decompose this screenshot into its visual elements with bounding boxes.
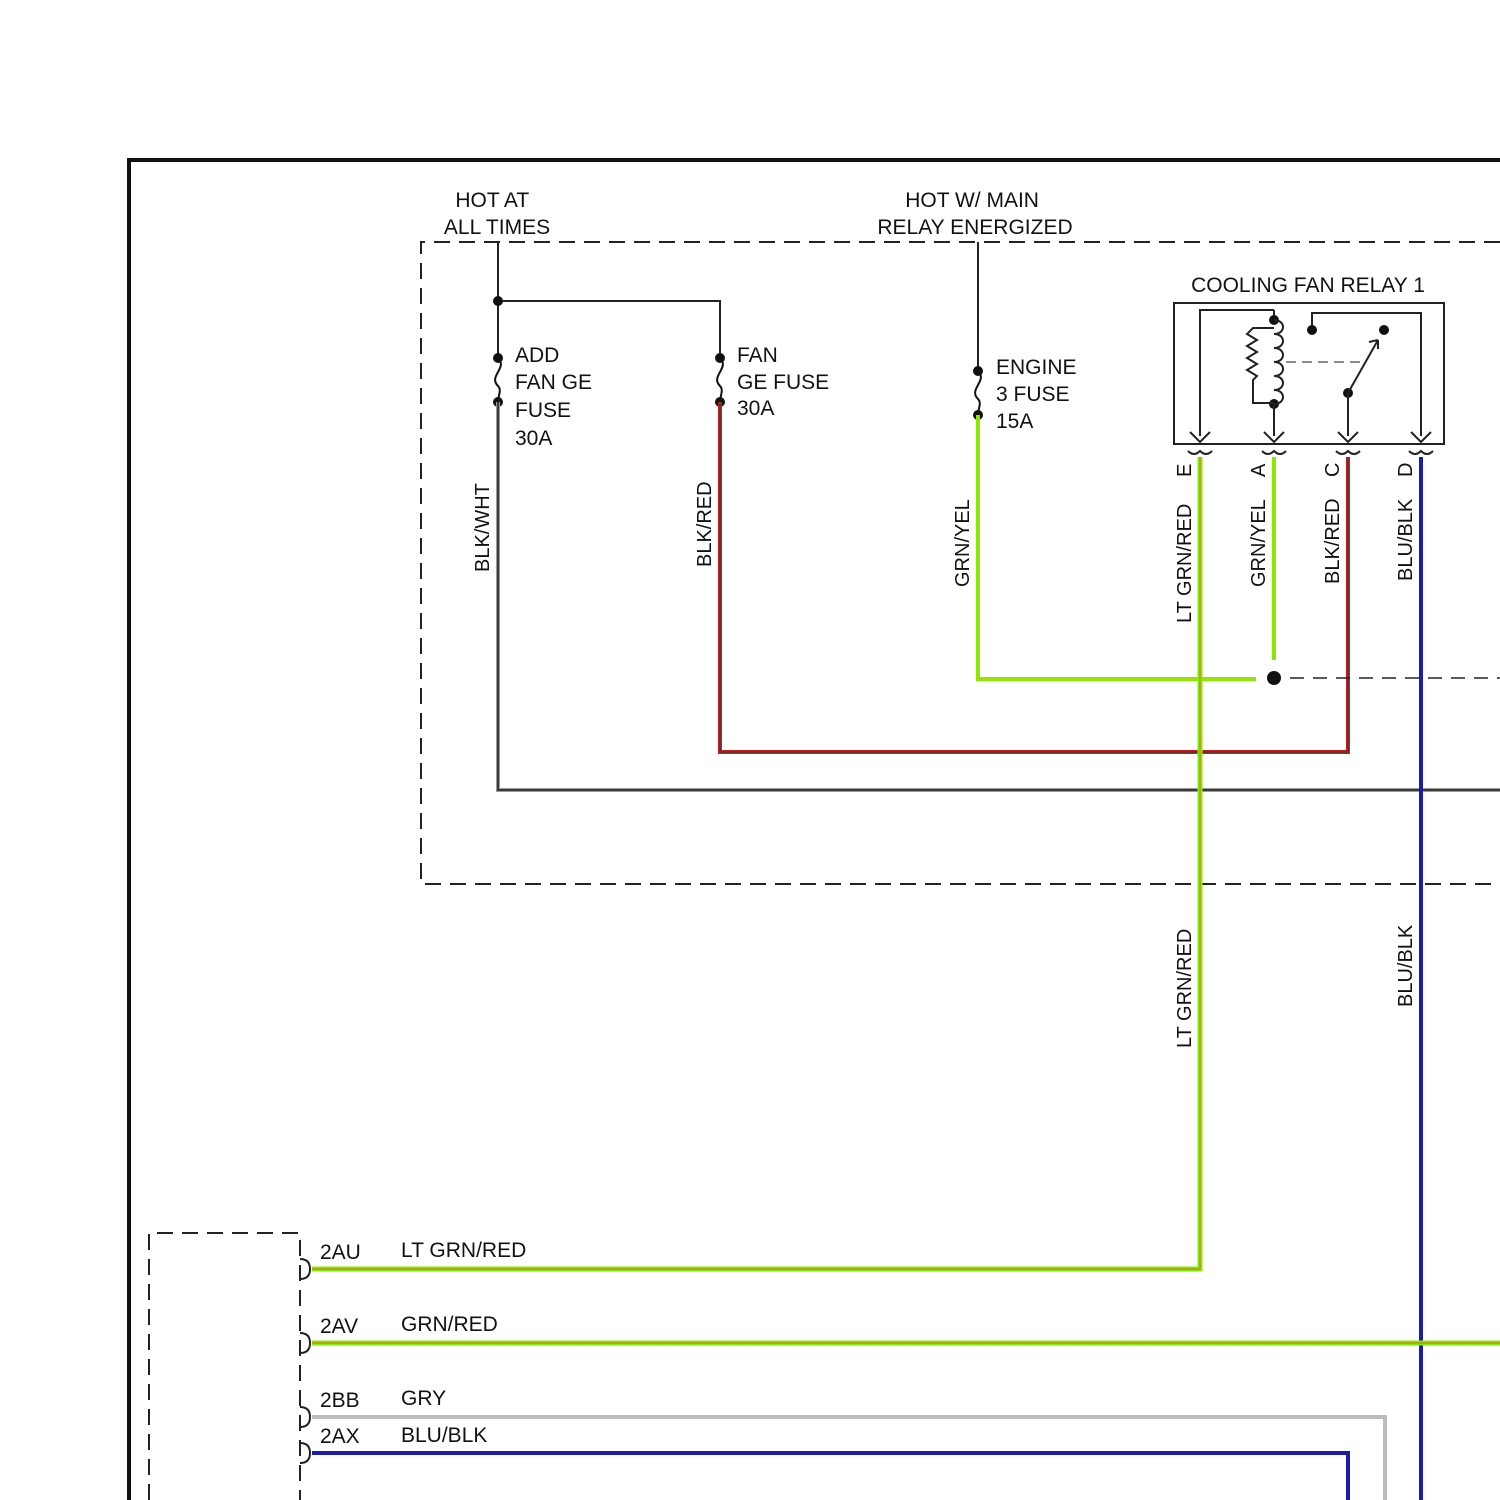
label-blu-blk-lower: BLU/BLK (1395, 924, 1417, 1007)
hot-w-main-relay-label: HOT W/ MAIN RELAY ENERGIZED (877, 189, 1072, 239)
label-blk-red: BLK/RED (694, 481, 716, 567)
diagram-frame (129, 160, 1500, 1500)
connector-wire-2bb: GRY (401, 1387, 446, 1410)
label-grn-yel: GRN/YEL (952, 499, 974, 587)
connector-module-outline (149, 1233, 300, 1500)
connector-pin-2au: 2AU (320, 1241, 361, 1264)
label-pin-e: E (1174, 464, 1196, 477)
connector-pin-2ax: 2AX (320, 1425, 360, 1448)
label-lt-grn-red-lower: LT GRN/RED (1174, 929, 1196, 1048)
connector-wire-2av: GRN/RED (401, 1313, 498, 1336)
label-lt-grn-red: LT GRN/RED (1174, 504, 1196, 623)
engine-3-fuse-label: ENGINE 3 FUSE 15A (996, 356, 1082, 433)
connector-wire-2au: LT GRN/RED (401, 1239, 526, 1262)
label-pin-c: C (1322, 463, 1344, 477)
fan-ge-fuse-label: FAN GE FUSE 30A (737, 344, 835, 420)
connector-pin-2bb: 2BB (320, 1389, 360, 1412)
splice-dot (1267, 671, 1281, 685)
fan-ge-fuse-symbol (715, 353, 725, 407)
wire-grn-yel (978, 415, 1256, 679)
connector-pin-2av: 2AV (320, 1315, 358, 1338)
hot-at-all-times-label: HOT AT ALL TIMES (444, 189, 550, 239)
add-fan-ge-fuse-label: ADD FAN GE FUSE 30A (515, 344, 598, 450)
relay-coil-symbol (1247, 315, 1283, 436)
relay-title: COOLING FAN RELAY 1 (1191, 274, 1425, 297)
label-relay-c-blk-red: BLK/RED (1322, 498, 1344, 584)
label-relay-a-grn-yel: GRN/YEL (1248, 499, 1270, 587)
relay-switch-symbol (1307, 325, 1389, 436)
label-pin-a: A (1248, 463, 1270, 477)
engine-3-fuse-symbol (973, 366, 983, 420)
cooling-fan-relay-1 (1174, 303, 1444, 454)
add-fan-ge-fuse-symbol (493, 353, 503, 407)
connector-pin-marks (300, 1259, 310, 1463)
connector-wire-2ax: BLU/BLK (401, 1424, 487, 1447)
wire-blu-blk-2ax (312, 1453, 1348, 1500)
splice-dot (493, 296, 503, 306)
wire-lt-grn-red (312, 457, 1200, 1269)
label-blu-blk: BLU/BLK (1395, 498, 1417, 581)
hot-at-all-times-feed (498, 242, 720, 358)
label-pin-d: D (1395, 463, 1417, 477)
label-blk-wht: BLK/WHT (472, 483, 494, 572)
